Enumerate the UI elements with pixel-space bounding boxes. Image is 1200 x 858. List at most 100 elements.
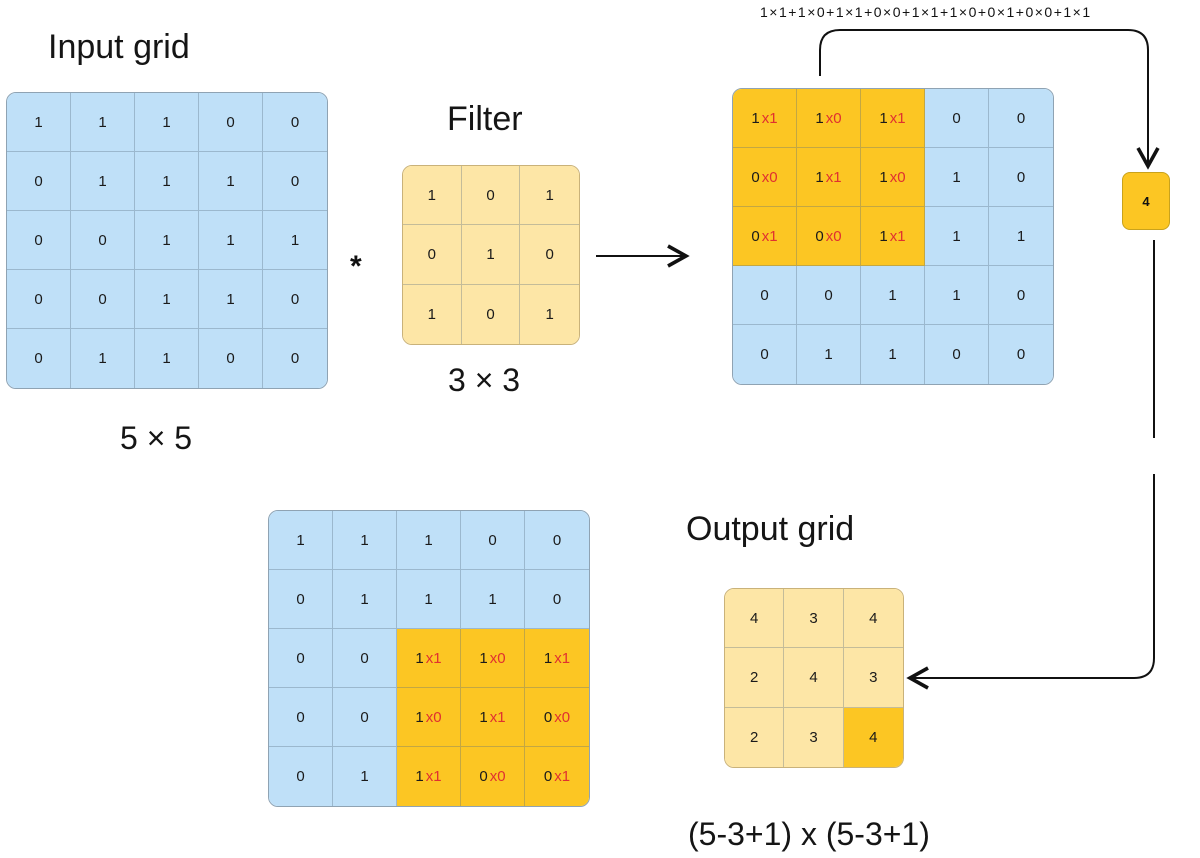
filter-weight: x1 xyxy=(825,168,842,186)
cell-value: 0 xyxy=(1016,168,1026,186)
filter-weight: x0 xyxy=(489,649,506,667)
filter-weight: x0 xyxy=(489,768,506,785)
output-cell: 4 xyxy=(784,648,844,708)
input-cell: 0 xyxy=(7,152,71,211)
filter-cell: 1 xyxy=(461,225,521,285)
input-cell: 1 xyxy=(333,747,397,806)
output-cell: 3 xyxy=(843,648,903,708)
input-cell: 1 xyxy=(71,93,135,152)
cell-value: 1 xyxy=(824,346,833,363)
input-cell: 1 xyxy=(135,211,199,270)
cell-value: 0 xyxy=(1016,109,1026,127)
filter-cell: 1 xyxy=(403,284,462,344)
cell-value: 0 xyxy=(815,227,824,245)
filter-cell: 1 xyxy=(520,166,579,226)
input-cell: 1 xyxy=(797,325,861,384)
output-grid-title: Output grid xyxy=(686,510,855,548)
cell-value: 1 xyxy=(360,590,369,608)
filter-weight: x1 xyxy=(554,649,571,667)
input-cell: 1 xyxy=(925,207,989,266)
input-cell: 0 xyxy=(333,629,397,688)
input-cell: 0 xyxy=(199,93,263,152)
cell-value: 1 xyxy=(751,109,760,127)
filter-weight: x0 xyxy=(425,708,442,726)
cell-value: 0 xyxy=(552,590,562,608)
input-cell: 1 xyxy=(925,148,989,207)
output-cell: 3 xyxy=(784,589,844,649)
input-cell: 0 xyxy=(269,688,333,747)
input-cell: 1 xyxy=(71,152,135,211)
output-cell: 2 xyxy=(725,707,785,767)
filter-cell: 0 xyxy=(461,284,521,344)
filter-weight: x0 xyxy=(825,227,842,245)
input-cell: 0 xyxy=(461,511,525,570)
cell-value: 1 xyxy=(479,708,488,726)
cell-value: 1 xyxy=(879,227,888,245)
cell-value: 0 xyxy=(1016,286,1026,304)
input-cell: 1 xyxy=(461,570,525,629)
filter-weight: x1 xyxy=(761,109,778,127)
input-cell: 1 xyxy=(263,211,327,270)
cell-value: 0 xyxy=(360,708,369,726)
cell-value: 1 xyxy=(360,531,369,549)
cell-value: 0 xyxy=(296,708,305,726)
input-cell: 0 xyxy=(269,570,333,629)
cell-value: 0 xyxy=(488,531,497,549)
cell-value: 1 xyxy=(415,768,424,785)
output-cell: 3 xyxy=(784,707,844,767)
cell-value: 1 xyxy=(952,227,961,245)
input-cell: 0 xyxy=(525,511,589,570)
cell-value: 1 xyxy=(415,649,424,667)
cell-value: 1 xyxy=(879,168,888,186)
input-cell: 0 xyxy=(733,325,797,384)
filter-weight: x0 xyxy=(889,168,906,186)
input-cell: 1 xyxy=(333,570,397,629)
convolution-operator: * xyxy=(350,250,362,283)
input-cell: 0 xyxy=(269,747,333,806)
cell-value: 1 xyxy=(360,768,369,785)
cell-value: 0 xyxy=(296,649,305,667)
input-cell: 1 xyxy=(989,207,1053,266)
input-cell: 0 xyxy=(989,89,1053,148)
cell-value: 0 xyxy=(543,708,553,726)
input-cell: 1 xyxy=(135,329,199,388)
cell-value: 0 xyxy=(952,346,961,363)
filter-cell: 1 xyxy=(520,284,579,344)
filter-size-label: 3 × 3 xyxy=(448,362,521,398)
output-cell: 4 xyxy=(843,707,903,767)
filter-weight: x1 xyxy=(889,109,906,127)
input-cell: 0 xyxy=(7,329,71,388)
input-cell: 0 xyxy=(925,325,989,384)
input-cell: 0 xyxy=(263,270,327,329)
cell-value: 1 xyxy=(1016,227,1026,245)
cell-value: 1 xyxy=(815,109,824,127)
output-cell: 4 xyxy=(725,589,785,649)
cell-value: 1 xyxy=(888,346,897,363)
cell-value: 0 xyxy=(952,109,961,127)
cell-value: 1 xyxy=(543,649,553,667)
formula-to-result-arrow xyxy=(819,29,1160,170)
result-value-box: 4 xyxy=(1122,172,1170,230)
input-cell: 1 xyxy=(135,93,199,152)
input-cell: 1 xyxy=(397,570,461,629)
input-cell: 1 xyxy=(925,266,989,325)
input-cell: 0 xyxy=(989,325,1053,384)
cell-value: 1 xyxy=(952,286,961,304)
cell-value: 0 xyxy=(479,768,488,785)
cell-value: 1 xyxy=(952,168,961,186)
cell-value: 1 xyxy=(296,531,305,549)
